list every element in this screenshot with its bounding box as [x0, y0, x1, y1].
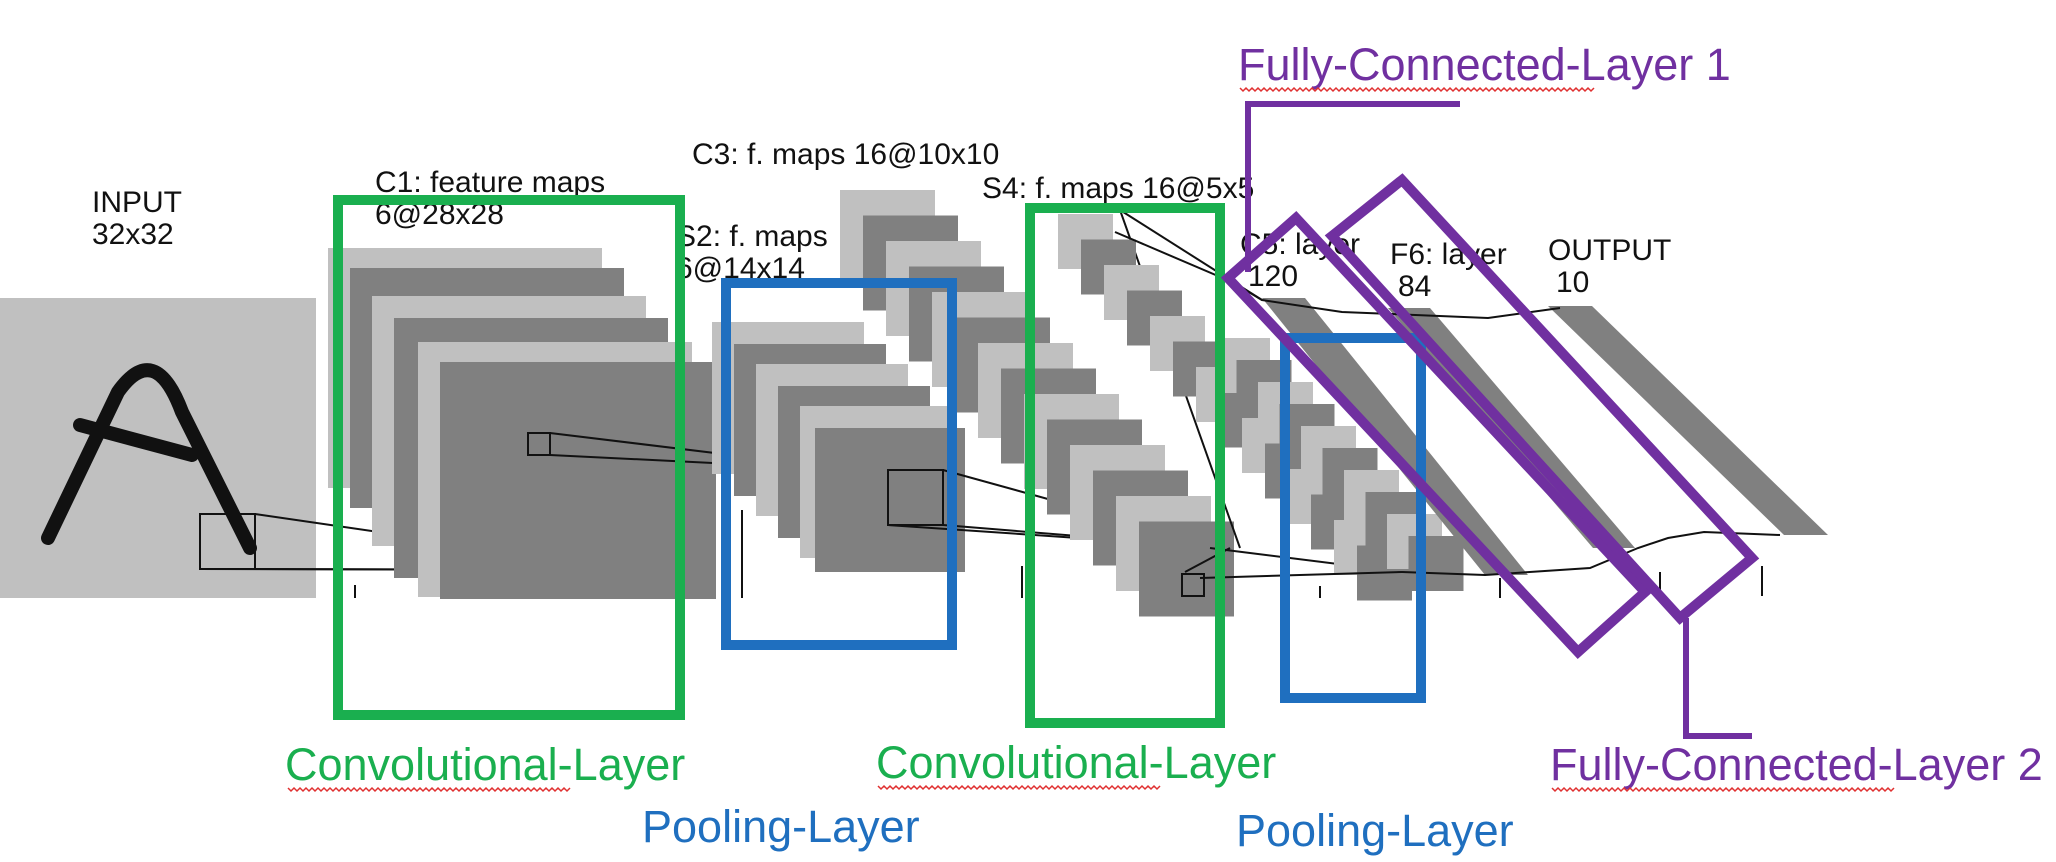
f6-size-label: 84	[1398, 270, 1431, 303]
conv-layer-2-box	[1025, 203, 1225, 728]
spellcheck-squiggle	[1551, 786, 1895, 793]
conv-layer-2-label: Convolutional-Layer	[876, 737, 1276, 788]
s4-receptive-field	[1181, 573, 1205, 597]
feature-map	[440, 362, 716, 599]
input-stage	[0, 298, 641, 598]
input-size-label: 32x32	[92, 218, 174, 251]
input-glyph-a	[41, 363, 257, 555]
fc-layer-2-callout	[1683, 618, 1752, 739]
fc-layer-1-callout	[1245, 101, 1460, 272]
c3-label: C3: f. maps 16@10x10	[692, 138, 999, 171]
fc-layer-2-label: Fully-Connected-Layer 2	[1550, 739, 2043, 790]
c1-feature-maps	[328, 248, 856, 599]
s2-label: S2: f. maps	[676, 220, 828, 253]
output-layer-bar	[1548, 306, 1828, 535]
pooling-layer-1-label: Pooling-Layer	[642, 801, 920, 852]
s4-to-c5-line	[1199, 571, 1403, 579]
c1-label: C1: feature maps	[375, 166, 605, 199]
conv-layer-1-label: Convolutional-Layer	[285, 739, 685, 790]
s4-label: S4: f. maps 16@5x5	[982, 172, 1254, 205]
layer-highlights	[333, 101, 1760, 739]
fc-layer-1-box	[1220, 211, 1653, 659]
spellcheck-squiggle	[1239, 86, 1595, 93]
feature-map	[815, 428, 965, 572]
output-size-label: 10	[1556, 266, 1589, 299]
pooling-layer-2-box	[1280, 333, 1426, 703]
fc-layer-2-box	[1324, 173, 1760, 625]
c5-top-connection	[1114, 231, 1561, 320]
spellcheck-squiggle	[287, 786, 571, 793]
layer-annotations: Convolutional-Layer Pooling-Layer Convol…	[285, 39, 2043, 856]
conv-layer-1-box	[333, 195, 685, 720]
f6-label: F6: layer	[1390, 238, 1507, 271]
c5-bottom-connection	[1401, 530, 1781, 577]
c5-size-label: 120	[1248, 260, 1298, 293]
stage-labels: INPUT 32x32 C1: feature maps 6@28x28 S2:…	[92, 138, 1671, 303]
c5-layer-bar	[1262, 298, 1528, 575]
s2-receptive-field	[887, 469, 944, 526]
pooling-layer-2-label: Pooling-Layer	[1236, 805, 1514, 856]
input-label: INPUT	[92, 186, 182, 219]
c1-receptive-field	[527, 432, 551, 456]
spellcheck-squiggle	[877, 784, 1161, 791]
output-label: OUTPUT	[1548, 234, 1671, 267]
pooling-layer-1-box	[721, 278, 957, 650]
fc-layer-1-label: Fully-Connected-Layer 1	[1238, 39, 1731, 90]
spellcheck-squiggles	[287, 86, 1895, 793]
s2-feature-maps	[712, 322, 1226, 598]
